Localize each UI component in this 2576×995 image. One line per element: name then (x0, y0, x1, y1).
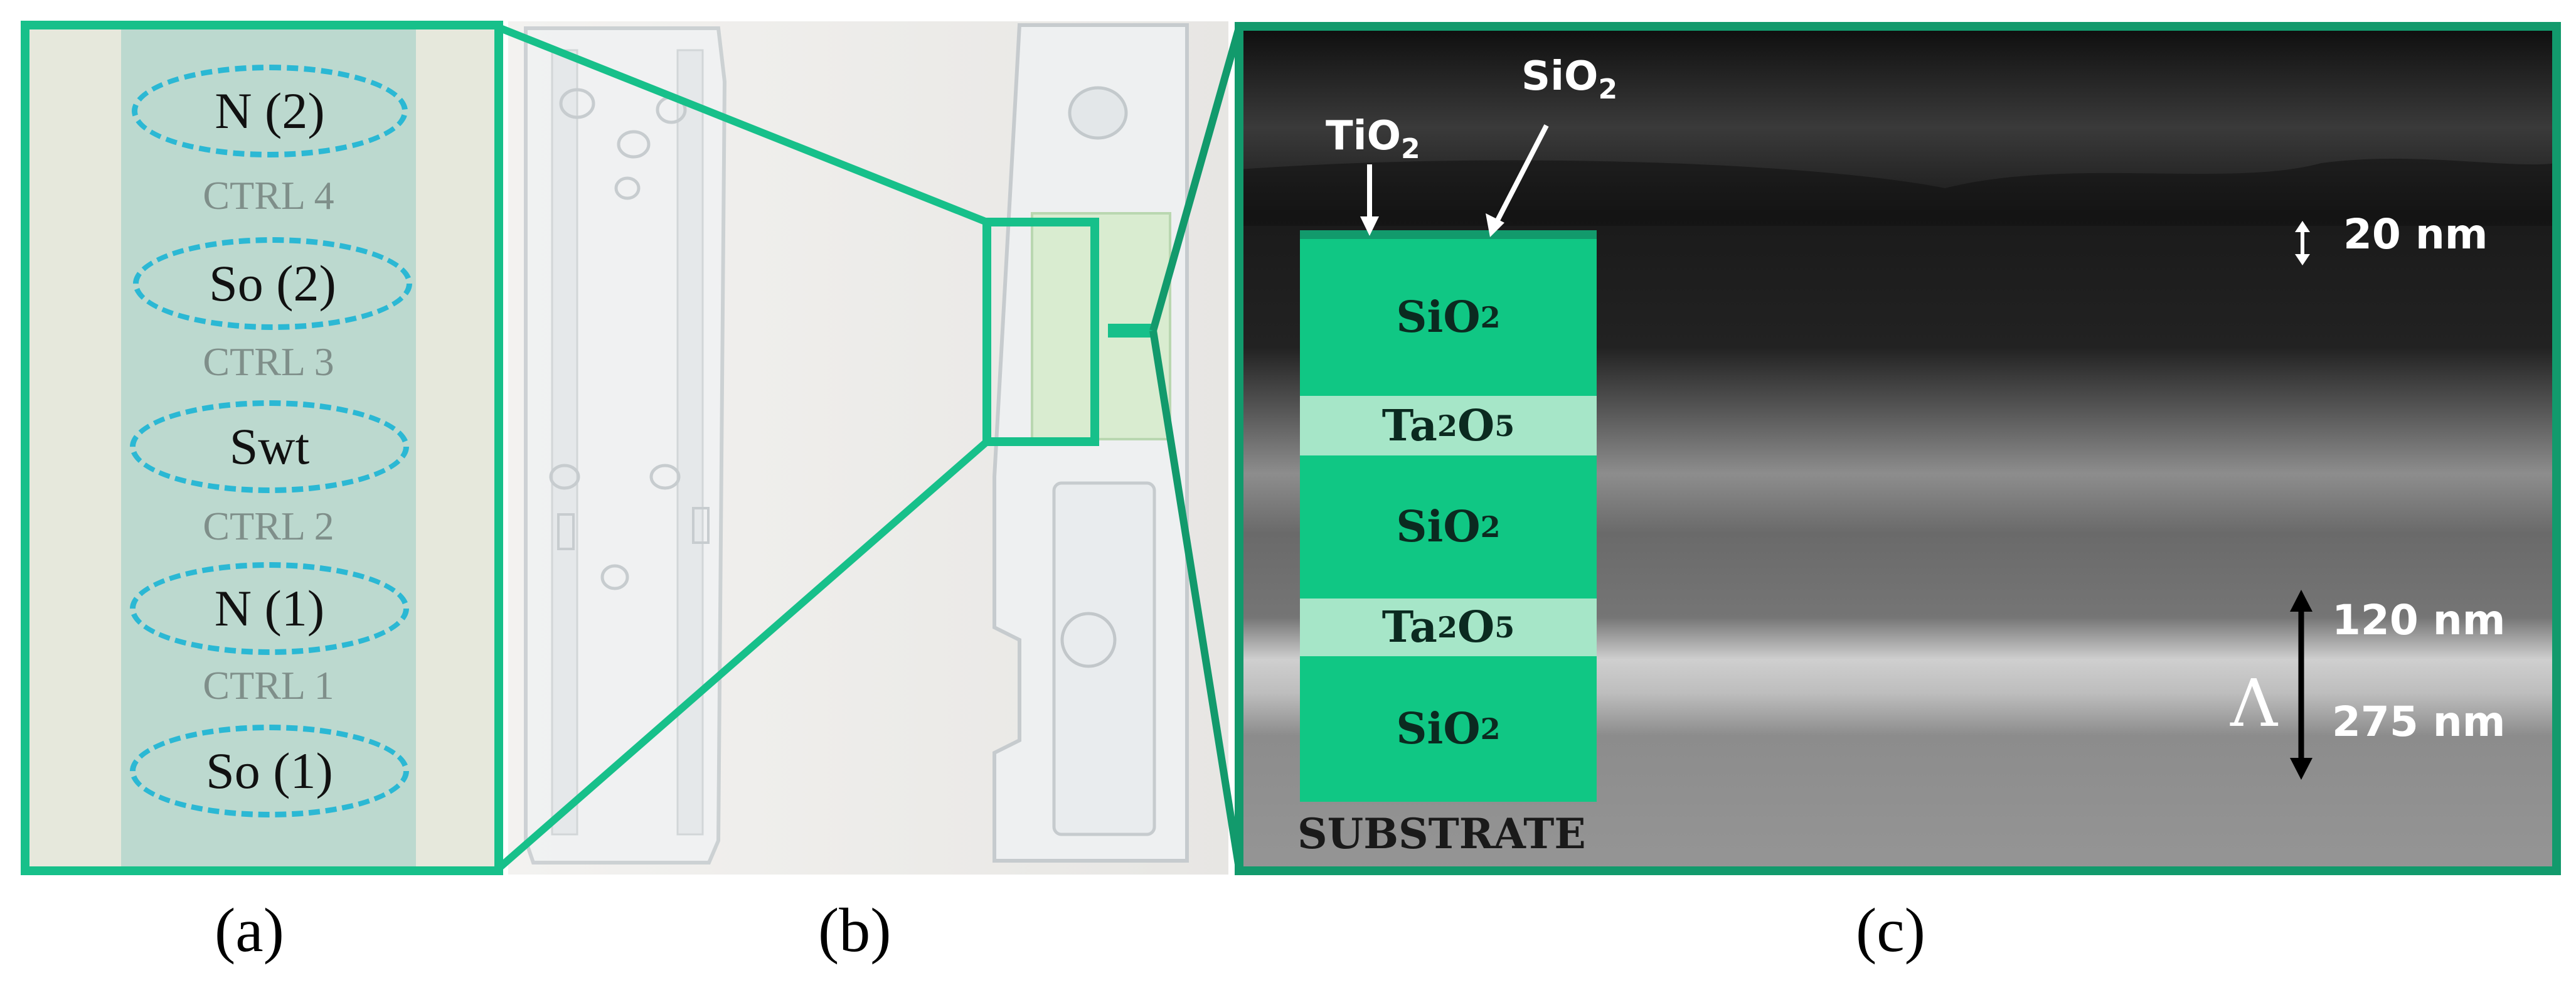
spot-so2: So (2) (133, 237, 412, 330)
layer-2-sub: 2 (1437, 408, 1457, 443)
tio2-arrowhead (1360, 216, 1379, 236)
zoom-line-top-c (1149, 26, 1243, 332)
layer-2-tail-sub: 5 (1494, 408, 1515, 443)
substrate-label: SUBSTRATE (1297, 809, 1586, 858)
sio2-formula: SiO (1521, 53, 1599, 100)
sio2-arrow (1494, 124, 1549, 224)
dim-275nm: 275 nm (2332, 698, 2506, 746)
caption-b: (b) (818, 895, 891, 965)
ctrl-3-label: CTRL 3 (203, 339, 334, 384)
dim-120nm: 120 nm (2332, 596, 2506, 644)
layer-2-formula: Ta (1381, 400, 1437, 451)
chip-left (524, 26, 727, 865)
tio2-formula: TiO (1326, 113, 1401, 159)
zoom-box (982, 218, 1099, 446)
connector-bar (1108, 324, 1153, 338)
caption-a: (a) (215, 895, 284, 965)
layer-1-sub: 2 (1480, 301, 1501, 334)
layer-block-5 (1300, 656, 1597, 802)
layer-1-formula: SiO (1396, 292, 1481, 343)
tio2-sub: 2 (1401, 133, 1420, 165)
layer-4-tail: O (1457, 602, 1495, 652)
caption-c: (c) (1856, 895, 1925, 965)
layer-block-4 (1300, 599, 1597, 656)
period-lambda: Λ (2230, 665, 2278, 742)
zoom-line-bottom-a (496, 439, 989, 871)
ctrl-2-label: CTRL 2 (203, 504, 334, 548)
ctrl-1-label: CTRL 1 (203, 663, 334, 708)
layer-4-sub: 2 (1437, 610, 1457, 644)
spot-swt: Swt (130, 400, 409, 493)
spot-n2: N (2) (132, 65, 408, 157)
layer-5-sub: 2 (1480, 712, 1501, 746)
panel-c-frame (1235, 22, 2561, 875)
sio2-arrowhead (1486, 213, 1504, 237)
panel-c (1235, 22, 2561, 875)
layer-block-2 (1300, 396, 1597, 455)
layer-3-sub: 2 (1480, 510, 1501, 544)
sio2-label: SiO2 (1521, 53, 1617, 105)
panel-a-frame (21, 21, 503, 875)
layer-3-formula: SiO (1396, 502, 1481, 552)
tio2-label: TiO2 (1326, 113, 1420, 165)
tio2-layer (1300, 230, 1597, 239)
spot-so1: So (1) (130, 725, 409, 817)
layer-4-tail-sub: 5 (1494, 610, 1515, 644)
layer-block-1 (1300, 239, 1597, 396)
layer-5-formula: SiO (1396, 704, 1481, 754)
panel-b (496, 21, 1243, 875)
layer-2-tail: O (1457, 400, 1495, 451)
dim-20nm: 20 nm (2343, 210, 2488, 258)
ctrl-4-label: CTRL 4 (203, 173, 334, 218)
spot-n1: N (1) (130, 562, 409, 655)
layer-block-3 (1300, 455, 1597, 599)
zoom-line-top-a (497, 24, 989, 226)
layer-4-formula: Ta (1381, 602, 1437, 652)
sio2-sub: 2 (1598, 73, 1618, 105)
zoom-line-bottom-c (1149, 330, 1243, 869)
